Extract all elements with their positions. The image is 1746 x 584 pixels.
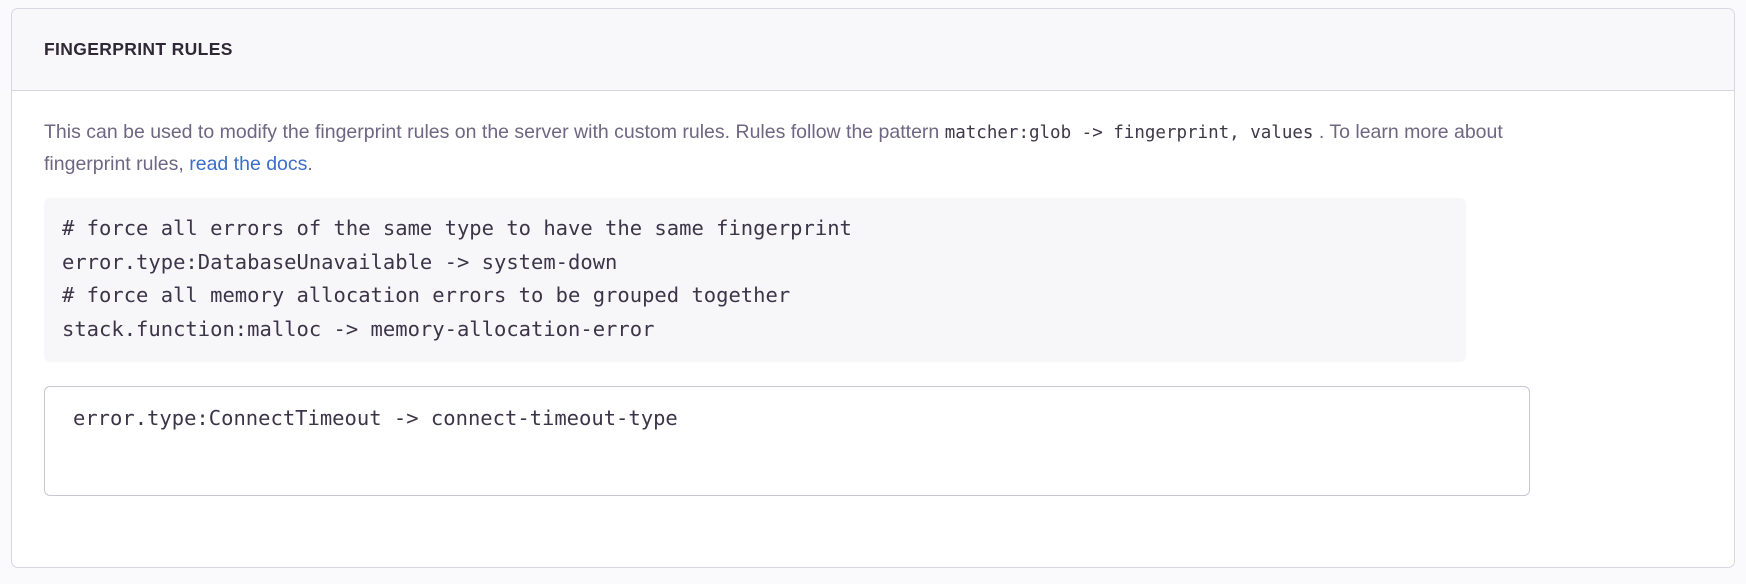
page-title: FINGERPRINT RULES <box>44 39 233 59</box>
fingerprint-rules-panel: FINGERPRINT RULES This can be used to mo… <box>11 8 1735 568</box>
description-part-2: . To learn more about fingerprint rules, <box>44 121 1503 175</box>
panel-header: FINGERPRINT RULES <box>12 9 1734 91</box>
description-part-1: This can be used to modify the fingerpri… <box>44 121 945 143</box>
code-sample-line: # force all errors of the same type to h… <box>62 216 852 240</box>
inline-code-pattern: matcher:glob -> fingerprint, values <box>944 123 1314 143</box>
panel-body: This can be used to modify the fingerpri… <box>12 91 1734 496</box>
description-text: This can be used to modify the fingerpri… <box>44 117 1554 180</box>
read-the-docs-link[interactable]: read the docs <box>189 153 308 175</box>
code-sample-line: error.type:DatabaseUnavailable -> system… <box>62 249 618 274</box>
code-sample-line: # force all memory allocation errors to … <box>62 283 791 307</box>
description-part-3: . <box>307 153 313 175</box>
fingerprint-rules-input[interactable] <box>44 386 1530 496</box>
code-sample-block: # force all errors of the same type to h… <box>44 198 1466 362</box>
code-sample-line: stack.function:malloc -> memory-allocati… <box>62 316 655 341</box>
